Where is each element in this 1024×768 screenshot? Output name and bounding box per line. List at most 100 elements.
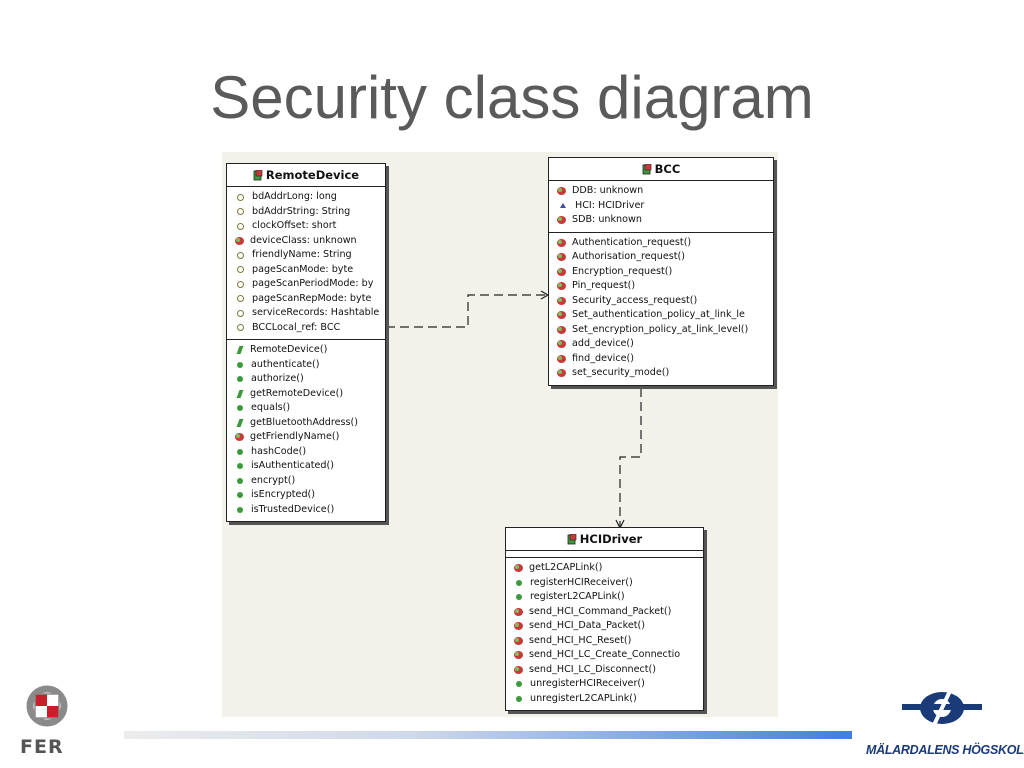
method-row-label: isAuthenticated() [251,460,334,471]
attribute-row-label: SDB: unknown [572,214,642,225]
methods-section: getL2CAPLink()registerHCIReceiver() regis… [506,558,703,710]
method-row[interactable]: Encryption_request() [549,265,773,280]
public-method-icon [237,361,243,368]
attribute-row[interactable]: deviceClass: unknown [227,234,385,249]
attribute-row[interactable]: friendlyName: String [227,248,385,263]
protected-method-icon [557,296,566,305]
method-row-label: equals() [251,402,291,413]
method-row-label: Pin_request() [572,280,636,291]
method-row-label: unregisterL2CAPLink() [530,692,637,704]
class-name: RemoteDevice [265,168,360,182]
method-row-label: unregisterHCIReceiver() [530,678,645,689]
method-row[interactable]: registerL2CAPLink() [506,590,703,605]
private-field-icon [237,295,244,303]
method-row[interactable]: unregisterHCIReceiver() [506,677,703,692]
fer-logo-text: FER [20,736,64,758]
protected-method-icon [557,267,566,276]
method-row-label: send_HCI_HC_Reset() [529,634,632,646]
method-row[interactable]: add_device() [549,337,773,352]
method-row-label: Authentication_request() [572,236,692,248]
method-row[interactable]: find_device() [549,352,773,367]
method-row-label: hashCode() [251,445,307,457]
method-row[interactable]: getRemoteDevice() [227,387,385,402]
private-field-icon [237,324,244,332]
package-field-icon [560,203,566,209]
attribute-row[interactable]: pageScanRepMode: byte [227,292,385,307]
method-row[interactable]: send_HCI_Command_Packet() [506,605,703,620]
method-row[interactable]: authorize() [227,372,385,387]
attribute-row[interactable]: bdAddrLong: long [227,190,385,205]
footer-bar [124,731,852,739]
method-row[interactable]: set_security_mode() [549,366,773,381]
public-method-icon [237,492,243,499]
public-method-icon [237,463,243,470]
attribute-row[interactable]: BCCLocal_ref: BCC [227,321,385,336]
method-row[interactable]: send_HCI_Data_Packet() [506,619,703,634]
method-row[interactable]: send_HCI_LC_Disconnect() [506,663,703,678]
method-row[interactable]: isTrustedDevice() [227,503,385,518]
method-row[interactable]: Set_authentication_policy_at_link_le [549,308,773,323]
attribute-row[interactable]: bdAddrString: String [227,205,385,220]
class-remotedevice-header: RemoteDevice [227,164,385,187]
private-field-icon [237,222,244,230]
method-row-label: send_HCI_LC_Create_Connectio [529,649,681,660]
attribute-row-label: deviceClass: unknown [250,234,357,246]
method-row[interactable]: equals() [227,401,385,416]
protected-field-icon [557,216,566,225]
method-row-label: encrypt() [251,474,296,486]
method-row[interactable]: Security_access_request() [549,294,773,309]
method-row[interactable]: hashCode() [227,445,385,460]
attribute-row[interactable]: SDB: unknown [549,213,773,228]
method-row-label: Encryption_request() [572,265,673,277]
method-row[interactable]: Authorisation_request() [549,250,773,265]
fer-logo-icon [26,685,68,727]
method-row-label: Security_access_request() [572,294,698,306]
attribute-row-label: friendlyName: String [252,249,352,260]
attribute-row[interactable]: HCI: HCIDriver [549,199,773,214]
method-row[interactable]: send_HCI_LC_Create_Connectio [506,648,703,663]
protected-method-icon [557,311,566,320]
attribute-row-label: pageScanRepMode: byte [252,292,372,304]
protected-method-icon [514,651,523,660]
method-row[interactable]: Pin_request() [549,279,773,294]
method-row-label: getRemoteDevice() [250,387,344,399]
constructor-icon [236,418,244,427]
method-row-label: add_device() [572,338,634,349]
class-icon [253,169,263,180]
protected-method-icon [557,238,566,247]
method-row[interactable]: isAuthenticated() [227,459,385,474]
method-row[interactable]: authenticate() [227,358,385,373]
mdh-logo-icon [902,689,982,727]
method-row[interactable]: registerHCIReceiver() [506,576,703,591]
attribute-row[interactable]: serviceRecords: Hashtable [227,306,385,321]
constructor-icon [236,389,244,398]
attributes-section [506,551,703,558]
class-hcidriver[interactable]: HCIDriver getL2CAPLink()registerHCIRecei… [505,527,704,711]
page-title: Security class diagram [210,64,814,131]
attribute-row[interactable]: DDB: unknown [549,184,773,199]
method-row-label: find_device() [572,352,635,364]
method-row[interactable]: send_HCI_HC_Reset() [506,634,703,649]
private-field-icon [237,266,244,274]
method-row[interactable]: Set_encryption_policy_at_link_level() [549,323,773,338]
method-row[interactable]: getL2CAPLink() [506,561,703,576]
attribute-row[interactable]: pageScanMode: byte [227,263,385,278]
method-row[interactable]: encrypt() [227,474,385,489]
method-row-label: isEncrypted() [251,489,316,500]
method-row[interactable]: RemoteDevice() [227,343,385,358]
attribute-row[interactable]: pageScanPeriodMode: by [227,277,385,292]
class-icon [567,533,577,544]
method-row[interactable]: getFriendlyName() [227,430,385,445]
method-row[interactable]: getBluetoothAddress() [227,416,385,431]
constructor-icon [236,346,244,355]
method-row[interactable]: Authentication_request() [549,236,773,251]
method-row-label: registerHCIReceiver() [530,576,633,588]
private-field-icon [237,280,244,288]
method-row[interactable]: unregisterL2CAPLink() [506,692,703,707]
attribute-row[interactable]: clockOffset: short [227,219,385,234]
method-row[interactable]: isEncrypted() [227,488,385,503]
